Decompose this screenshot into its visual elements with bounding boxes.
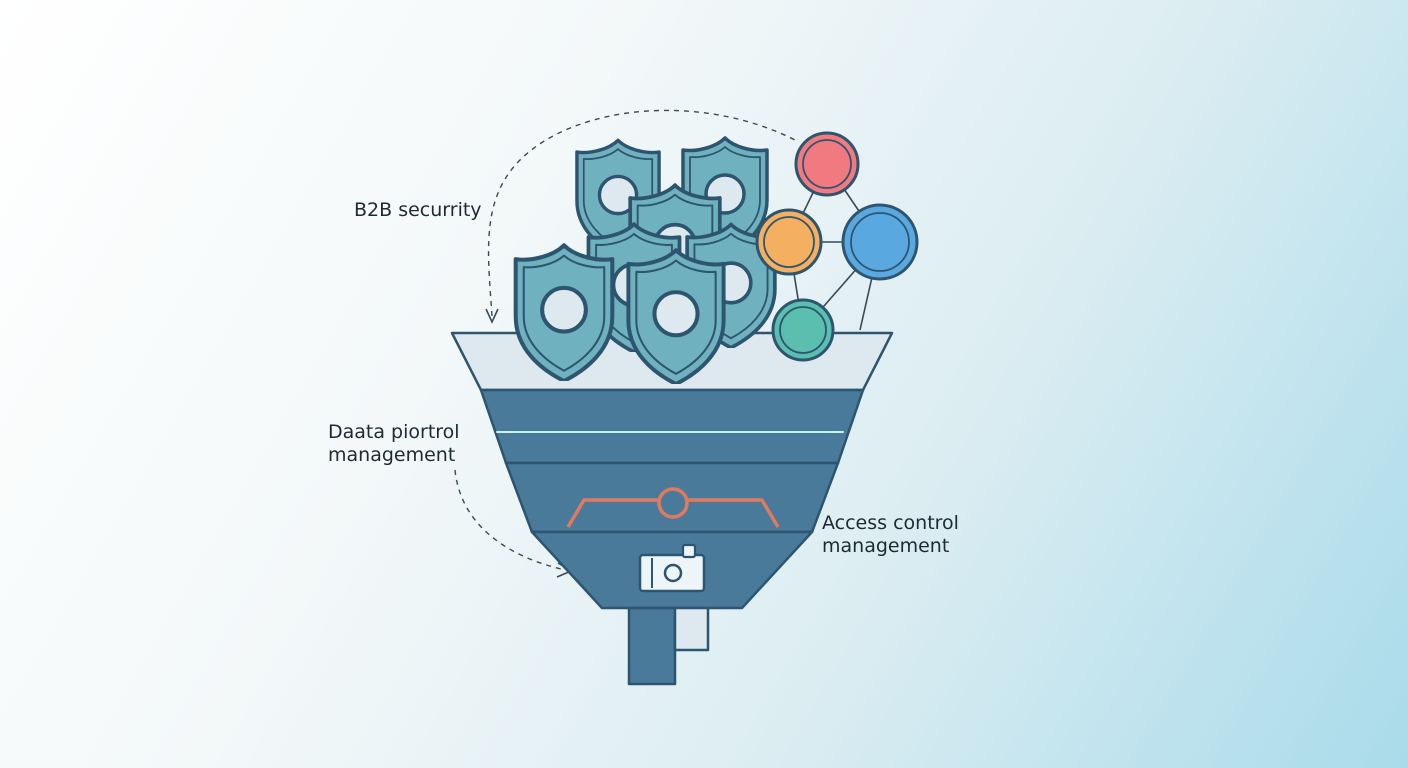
node-orange (755, 208, 823, 276)
dashed-arrow-top (485, 109, 796, 324)
shield-cluster (516, 136, 777, 384)
network-nodes (755, 131, 919, 362)
node-teal (771, 298, 835, 362)
access-control-path (566, 487, 780, 528)
camera-icon (638, 543, 706, 593)
funnel-spout-light (673, 606, 710, 652)
access-control-node (657, 487, 689, 519)
label-data-control-management: Daata piortrol management (328, 421, 460, 466)
funnel-spout (627, 606, 677, 686)
node-red (794, 131, 860, 197)
label-b2b-security: B2B securrity (354, 199, 482, 221)
node-blue (841, 203, 919, 281)
funnel-second-band (479, 388, 865, 465)
label-access-control-management: Access control management (822, 512, 959, 557)
